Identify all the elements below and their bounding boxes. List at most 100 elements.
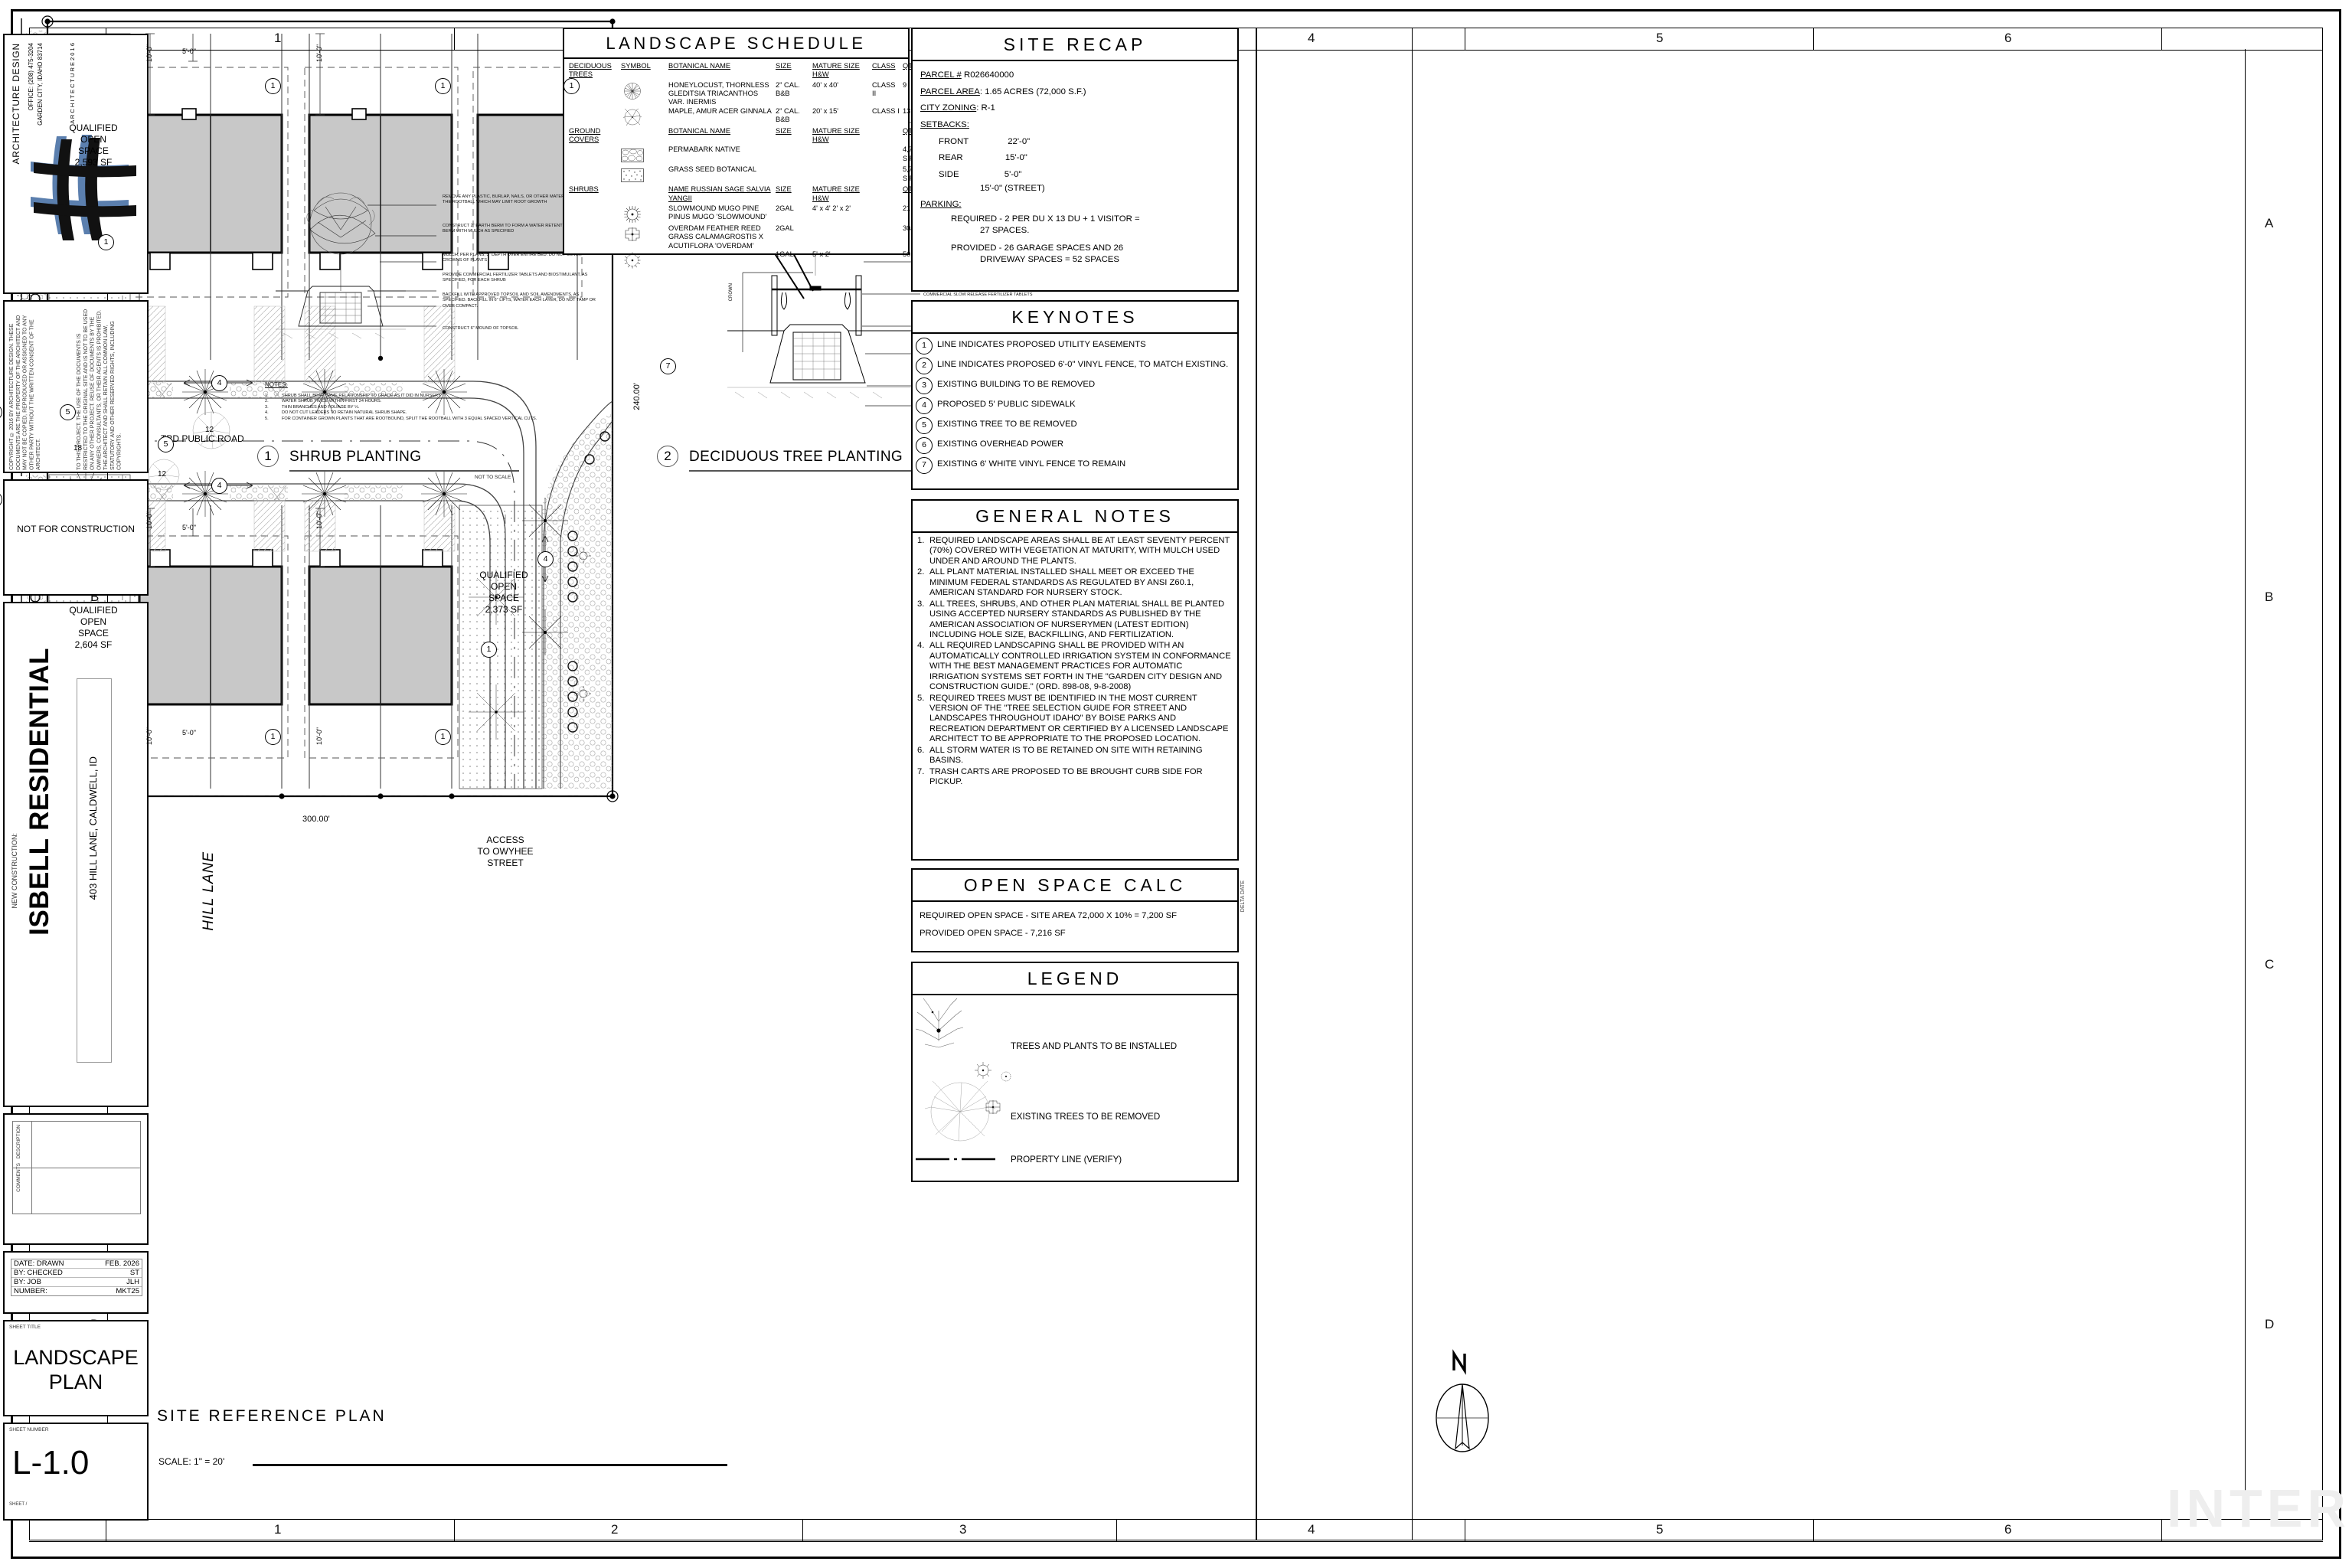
north-arrow-icon [1436, 1349, 1489, 1452]
schedule-header-class: CLASS [872, 62, 896, 70]
shrub-planting-drawing [276, 192, 436, 339]
schedule-category-deciduous: DECIDUOUS TREES [569, 62, 612, 79]
detail-2-underline [689, 470, 1102, 472]
shrub-note-2: WATER SHRUB TWICE WITHIN FIRST 24 HOURS. [282, 399, 382, 404]
parking-required-2: 27 SPACES. [980, 225, 1030, 235]
general-note-row: 2. ALL PLANT MATERIAL INSTALLED SHALL ME… [917, 567, 1233, 598]
detail-2-number: 2 [657, 446, 678, 467]
grid-col-4: 4 [1308, 31, 1315, 45]
keynote-bubble-6: 6 [916, 437, 933, 454]
shrub-callout-3: MULCH, PER PLANS, 3" DEPTH OVER ENTIRE B… [443, 253, 582, 263]
plan-keynote-5b: 5 [158, 436, 174, 452]
schedule-gc-header-size: SIZE [776, 126, 792, 135]
tree-label-crown: CROWN [729, 283, 733, 302]
keynote-bubble-2: 2 [916, 358, 933, 374]
schedule-row-4-name: GRASS SEED BOTANICAL [668, 165, 757, 174]
detail-shrub-planting: REMOVE ANY PLASTIC, BURLAP, NAILS, OR OT… [253, 176, 743, 498]
open-space-text-1: QUALIFIED OPEN SPACE 2,593 SF [69, 122, 118, 168]
keynote-row: 2 LINE INDICATES PROPOSED 6'-0" VINYL FE… [916, 358, 1233, 374]
parcel-value: R026640000 [963, 70, 1014, 80]
mugo-pine-symbol [619, 204, 667, 224]
schedule-header-botanical: BOTANICAL NAME [668, 62, 731, 70]
firm-mark: A R C H I T E C T U R E 2 0 1 6 [69, 43, 76, 124]
sheet-number: L-1.0 [12, 1444, 90, 1481]
new-tree-symbol [916, 998, 964, 1048]
keynote-bubble-4: 4 [916, 397, 933, 414]
plan-keynote-7: 7 [660, 358, 676, 374]
sheet-title-label: SHEET TITLE [9, 1325, 41, 1330]
schedule-shrub-row-1-name: NAME RUSSIAN SAGE SALVIA YANGII [668, 185, 771, 202]
revisions-label-comments: COMMENTS [16, 1163, 21, 1192]
schedule-row-2-mature: 20' x 15' [812, 106, 839, 115]
plan-keynote-1g: 1 [435, 729, 451, 745]
schedule-shrub-row-2-name: SLOWMOUND MUGO PINE PINUS MUGO 'SLOWMOUN… [668, 204, 767, 221]
plan-keynote-1a: 1 [98, 234, 114, 250]
open-space-label-2: QUALIFIED OPEN SPACE 2,604 SF [55, 605, 132, 651]
schedule-header-qty: QTY [903, 62, 918, 70]
project-address-box [77, 678, 112, 1063]
firm-logo-cell: ARCHITECTURE DESIGN OFFICE: (208) 475-32… [3, 34, 149, 294]
keynote-text-3: EXISTING BUILDING TO BE REMOVED [937, 380, 1096, 389]
project-prefix: NEW CONSTRUCTION: [11, 833, 18, 909]
stamp-value-2: ST [129, 1269, 139, 1277]
parcel-area-label: PARCEL AREA [920, 87, 980, 96]
grid-row-c-right: C [2265, 957, 2275, 972]
dim-10-d: 10'-0" [315, 511, 323, 529]
legend-label-property-line: PROPERTY LINE (VERIFY) [1011, 1155, 1122, 1165]
grid-col-1: 1 [274, 31, 282, 45]
landscape-schedule-table: DECIDUOUS TREES SYMBOL BOTANICAL NAME SI… [564, 59, 920, 270]
general-note-num-5: 5. [917, 693, 925, 703]
grid-band-bottom: 1 2 3 4 5 6 [29, 1519, 2323, 1542]
setback-front-name: FRONT [939, 136, 969, 146]
open-space-text-2: QUALIFIED OPEN SPACE 2,604 SF [69, 605, 118, 650]
grid-col-4-bottom: 4 [1308, 1522, 1315, 1537]
access-text: ACCESS TO OWYHEE STREET [477, 835, 534, 868]
open-space-required: REQUIRED OPEN SPACE - SITE AREA 72,000 X… [920, 911, 1178, 920]
dim-10-e: 10'-0" [145, 727, 153, 745]
schedule-row-2-name: MAPLE, AMUR ACER GINNALA [668, 106, 772, 115]
general-note-text-2: ALL PLANT MATERIAL INSTALLED SHALL MEET … [929, 567, 1194, 598]
open-space-label-1: QUALIFIED OPEN SPACE 2,593 SF [55, 122, 132, 168]
setback-side-value: 5'-0" [1004, 170, 1022, 180]
landscape-schedule-panel: LANDSCAPE SCHEDULE DECIDUOUS TREES SYMBO… [563, 28, 920, 269]
parcel-area-value: : 1.65 ACRES (72,000 S.F.) [979, 87, 1086, 96]
plan-keynote-1d: 1 [564, 78, 580, 94]
parking-provided-1: PROVIDED - 26 GARAGE SPACES AND 26 [951, 243, 1124, 253]
schedule-shrub-row-4-size: 1GAL [776, 250, 794, 258]
keynote-row: 1 LINE INDICATES PROPOSED UTILITY EASEME… [916, 338, 1233, 354]
site-plan-title: SITE REFERENCE PLAN [157, 1407, 387, 1425]
grid-col-6: 6 [2004, 31, 2012, 45]
stamp-label-3: BY: JOB [14, 1278, 41, 1286]
site-plan-scale: SCALE: 1" = 20' [158, 1456, 225, 1467]
sheet-title-cell: SHEET TITLE LANDSCAPE PLAN [3, 1320, 149, 1416]
keynote-text-6: EXISTING OVERHEAD POWER [937, 439, 1064, 449]
general-note-num-3: 3. [917, 599, 925, 609]
sheet-of-label: SHEET / [9, 1502, 28, 1507]
tree-callout-8: COMMERCIAL SLOW RELEASE FERTILIZER TABLE… [923, 292, 1033, 297]
firm-city: GARDEN CITY, IDAHO 83714 [37, 43, 44, 126]
shrub-callout-1: REMOVE ANY PLASTIC, BURLAP, NAILS, OR OT… [443, 194, 588, 205]
ornamental-grass-symbol [619, 250, 667, 270]
mugo-pine-legend-icon-2 [985, 1100, 1001, 1114]
sheet-title-line1: LANDSCAPE [13, 1346, 139, 1369]
schedule-shrub-row-3-name: OVERDAM FEATHER REED GRASS CALAMAGROSTIS… [668, 224, 763, 250]
site-recap-panel: SITE RECAP PARCEL # R026640000 PARCEL AR… [911, 28, 1239, 292]
stamp-value-4: MKT25 [116, 1287, 139, 1295]
grid-row-b: B [90, 590, 100, 604]
street-label-hill-lane: HILL LANE [201, 851, 217, 931]
plan-keynote-1f: 1 [265, 729, 281, 745]
zoning-value: : R-1 [976, 103, 995, 113]
general-note-row: 5. REQUIRED TREES MUST BE IDENTIFIED IN … [917, 694, 1233, 745]
site-plan-scale-bar [253, 1464, 727, 1466]
plan-keynote-1c: 1 [435, 78, 451, 94]
general-note-text-6: ALL STORM WATER IS TO BE RETAINED ON SIT… [929, 745, 1203, 766]
existing-tree-symbol [924, 1080, 996, 1142]
open-space-title: OPEN SPACE CALC [913, 870, 1237, 902]
keynotes-title: KEYNOTES [913, 302, 1237, 334]
legend-title: LEGEND [913, 963, 1237, 995]
schedule-category-shrubs: SHRUBS [569, 185, 599, 194]
general-notes-title: GENERAL NOTES [913, 501, 1237, 533]
grid-col-5: 5 [1656, 31, 1664, 45]
schedule-row-2-qty: 13 [903, 106, 911, 115]
dim-5-a: 5'-0" [182, 47, 196, 55]
